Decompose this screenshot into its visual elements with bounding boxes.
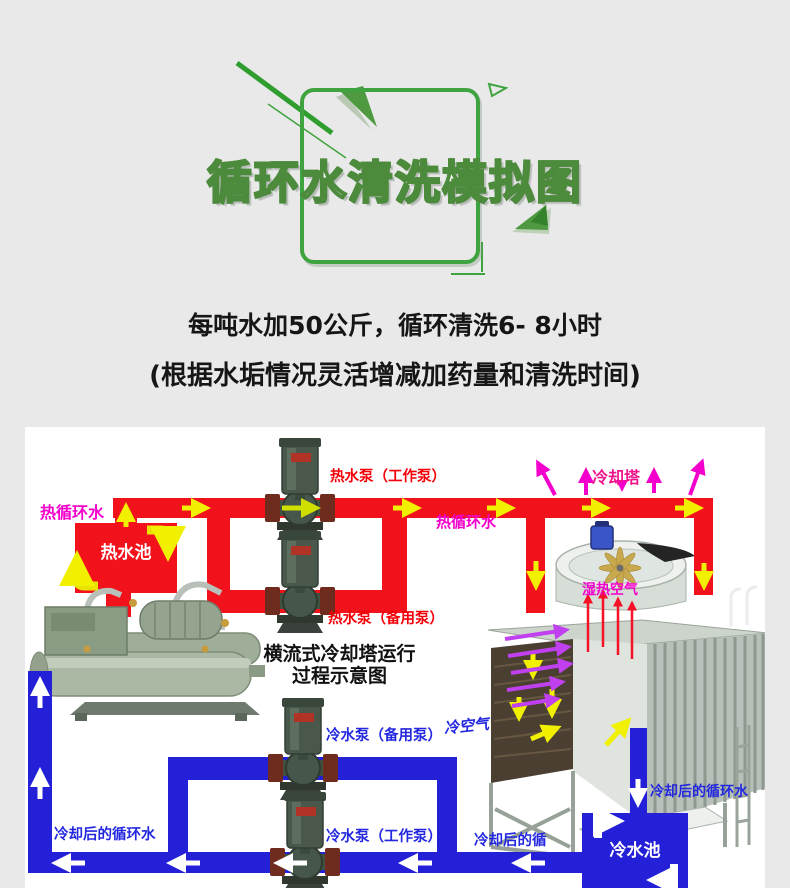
- hot-working-pump-image: [265, 438, 335, 540]
- label-cooling-tower: 冷却塔: [592, 468, 641, 487]
- cold-flow-arrows: [30, 676, 648, 873]
- cold-air-arrows: [504, 623, 574, 709]
- label-hot-circulating-mid: 热循环水: [436, 513, 497, 531]
- leaf-shadow: [336, 93, 372, 130]
- hot-pool-arrows: [59, 525, 186, 591]
- leaf-triangle-icon: [341, 86, 377, 127]
- paper-plane-fold: [531, 205, 548, 226]
- intro-line-2: (根据水垢情况灵活增减加药量和清洗时间): [149, 361, 641, 391]
- intro-line-1: 每吨水加50公斤，循环清洗6- 8小时: [188, 311, 602, 340]
- tower-handrail: [729, 585, 758, 627]
- hero-green-frame: [300, 88, 480, 264]
- tower-ladder: [735, 725, 751, 847]
- cold-backup-pump-image: [268, 698, 338, 800]
- schematic-drawing: [28, 427, 765, 888]
- label-hot-pump-working: 热水泵（工作泵）: [330, 469, 446, 485]
- label-hot-circulating-left: 热循环水: [40, 503, 105, 522]
- green-diagonal-line-thin: [267, 103, 347, 159]
- cooling-tower-schematic: [25, 427, 765, 888]
- corner-bracket-icon: [451, 242, 485, 275]
- hot-backup-pump-image: [265, 531, 335, 633]
- label-humid-hot-air: 湿热空气: [582, 582, 638, 598]
- schematic-title-line2: 过程示意图: [291, 665, 387, 687]
- humid-air-arrows: [583, 588, 637, 659]
- hero-decoration: [235, 60, 551, 275]
- label-hot-pool: 热水池: [100, 543, 152, 563]
- chiller-image: [29, 581, 265, 721]
- small-triangle-icon: [487, 82, 509, 98]
- label-cold-pump-backup: 冷水泵（备用泵）: [326, 728, 442, 744]
- fan-motor: [590, 525, 614, 550]
- page-title: 循环水清洗模拟图: [206, 155, 583, 210]
- green-diagonal-line-thick: [235, 60, 334, 136]
- cold-pool-arrows: [593, 805, 678, 888]
- label-cold-pump-working: 冷水泵（工作泵）: [326, 829, 442, 845]
- schematic-title-line1: 横流式冷却塔运行: [263, 643, 416, 665]
- label-cooled-circulating-mid: 冷却后的循: [474, 833, 547, 849]
- label-cooled-circulating-right: 冷却后的循环水: [650, 784, 748, 800]
- tower-exhaust-arrows: [536, 458, 706, 496]
- label-cold-pool: 冷水池: [609, 841, 661, 861]
- label-hot-pump-backup: 热水泵（备用泵）: [328, 611, 444, 627]
- label-cooled-circulating-left: 冷却后的循环水: [54, 827, 156, 843]
